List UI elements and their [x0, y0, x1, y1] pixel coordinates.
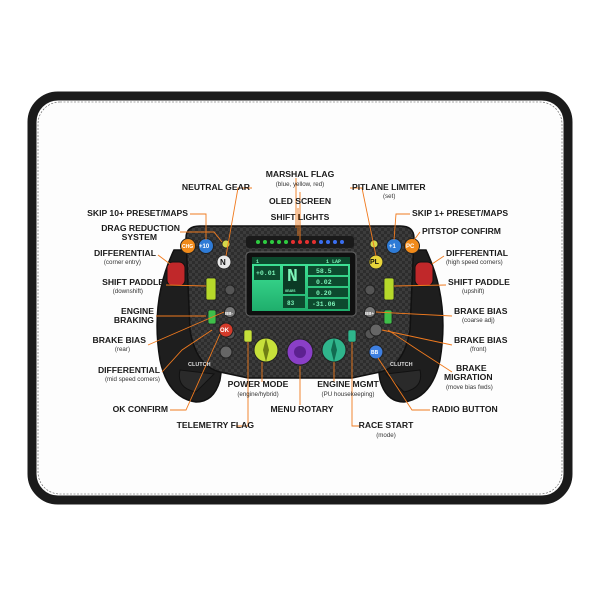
chg-button[interactable] — [180, 238, 196, 254]
n-button[interactable] — [216, 254, 232, 270]
drs-label-1: DRAG REDUCTION — [101, 223, 180, 233]
chg-button-label: CHG — [182, 244, 194, 250]
screen-row2: 0.02 — [316, 279, 332, 286]
oled-screen-label: OLED SCREEN — [268, 196, 332, 206]
left-lower-button[interactable] — [219, 345, 233, 359]
engine-braking-label-1: ENGINE — [121, 306, 154, 316]
shift-up-sub: (upshift) — [462, 288, 485, 295]
pitlane-limiter-label: PITLANE LIMITER — [352, 182, 426, 192]
left-grey-btn-1[interactable] — [224, 284, 236, 296]
telemetry-flag-label: TELEMETRY FLAG — [176, 420, 254, 430]
screen-lap-label: 1 LAP — [326, 259, 342, 265]
pitlane-limiter-sub: (set) — [383, 193, 396, 200]
steering-wheel — [156, 225, 444, 403]
pitstop-confirm-label: PITSTOP CONFIRM — [422, 226, 501, 236]
power-mode-rotary — [253, 337, 279, 363]
right-clutch — [384, 369, 422, 393]
brake-migration-label-1: BRAKE — [456, 363, 487, 373]
brake-bias-coarse-label: BRAKE BIAS — [454, 306, 508, 316]
race-start-label: RACE START — [358, 420, 414, 430]
right-lower-button[interactable] — [369, 323, 383, 337]
screen-lap-num: 1 — [256, 259, 260, 265]
marshal-flag-sub: (blue, yellow, red) — [275, 181, 325, 188]
plus10-button-label: +10 — [199, 244, 210, 250]
skip1-label: SKIP 1+ PRESET/MAPS — [412, 208, 509, 218]
bb-button-label: BB — [371, 350, 379, 356]
clutch-right-label: CLUTCH — [390, 362, 413, 368]
ok-button-label: OK — [220, 328, 229, 334]
race-start-sub: (mode) — [376, 432, 396, 439]
leader-lines — [147, 178, 453, 427]
bb-plus-label: BB+ — [365, 311, 375, 316]
brake-bias-coarse-sub: (coarse adj) — [462, 317, 495, 324]
shift-down-sub: (downshift) — [112, 288, 143, 295]
ok-button[interactable] — [218, 322, 234, 338]
screen-row4: -31.06 — [312, 301, 336, 308]
engine-mgmt-sub: (PU housekeeping) — [321, 391, 375, 398]
right-shift-paddle[interactable] — [383, 277, 395, 301]
neutral-gear-label: NEUTRAL GEAR — [181, 182, 250, 192]
screen-gear-sub: GEARS — [285, 290, 296, 294]
brake-bias-front-sub: (front) — [470, 346, 487, 353]
brake-bias-rear-sub: (rear) — [114, 346, 130, 353]
shift-lights — [256, 240, 344, 244]
marshal-flag-label: MARSHAL FLAG — [265, 169, 335, 179]
screen-row3: 0.20 — [316, 290, 332, 297]
differential-corner-sub: (corner entry) — [103, 259, 141, 266]
right-green-toggle[interactable] — [383, 309, 393, 325]
brake-bias-front-label: BRAKE BIAS — [454, 335, 508, 345]
ok-confirm-label: OK CONFIRM — [112, 404, 168, 414]
screen-speed: 83 — [287, 300, 295, 307]
drs-label-2: SYSTEM — [121, 232, 157, 242]
engine-mgmt-rotary — [321, 337, 347, 363]
menu-rotary — [286, 338, 314, 366]
engine-braking-label-2: BRAKING — [113, 315, 154, 325]
pl-button-label: PL — [370, 259, 379, 266]
bb-button[interactable] — [368, 344, 384, 360]
pc-button-label: PC — [406, 244, 415, 250]
brake-migration-label-2: MIGRATION — [444, 372, 493, 382]
mat-stitch — [37, 101, 563, 495]
right-red-rotary[interactable] — [414, 261, 434, 287]
telemetry-toggle[interactable] — [243, 329, 253, 343]
radio-button-label: RADIO BUTTON — [432, 404, 498, 414]
differential-high-sub: (high speed corners) — [446, 259, 503, 266]
screen-delta: +0.01 — [256, 270, 276, 277]
screen-row1: 58.5 — [316, 268, 332, 275]
bb-minus-label: BB- — [225, 311, 233, 316]
menu-rotary-label: MENU ROTARY — [270, 404, 334, 414]
left-clutch — [178, 369, 216, 393]
power-mode-label: POWER MODE — [227, 379, 289, 389]
skip10-label: SKIP 10+ PRESET/MAPS — [87, 208, 188, 218]
differential-corner-label: DIFFERENTIAL — [93, 248, 156, 258]
power-mode-sub: (engine/hybrid) — [237, 391, 279, 398]
shift-up-label: SHIFT PADDLE — [448, 277, 510, 287]
shift-down-label: SHIFT PADDLE — [102, 277, 164, 287]
pc-button[interactable] — [404, 238, 420, 254]
engine-mgmt-label: ENGINE MGMT — [317, 379, 379, 389]
bb-minus-button[interactable] — [224, 306, 236, 318]
brake-bias-rear-label: BRAKE BIAS — [92, 335, 146, 345]
right-grey-btn-1[interactable] — [364, 284, 376, 296]
screen-gear: N — [287, 267, 298, 287]
bb-plus-button[interactable] — [364, 306, 376, 318]
race-start-toggle[interactable] — [347, 329, 357, 343]
n-button-label: N — [220, 258, 226, 267]
plus1-button-label: +1 — [389, 244, 396, 250]
differential-mid-label: DIFFERENTIAL — [97, 365, 160, 375]
clutch-left-label: CLUTCH — [188, 362, 211, 368]
brake-migration-sub: (move bias fwds) — [446, 384, 493, 391]
shift-lights-label: SHIFT LIGHTS — [270, 212, 330, 222]
left-red-rotary[interactable] — [166, 261, 186, 287]
left-shift-paddle[interactable] — [205, 277, 217, 301]
differential-high-label: DIFFERENTIAL — [446, 248, 509, 258]
differential-mid-sub: (mid speed corners) — [104, 376, 160, 383]
